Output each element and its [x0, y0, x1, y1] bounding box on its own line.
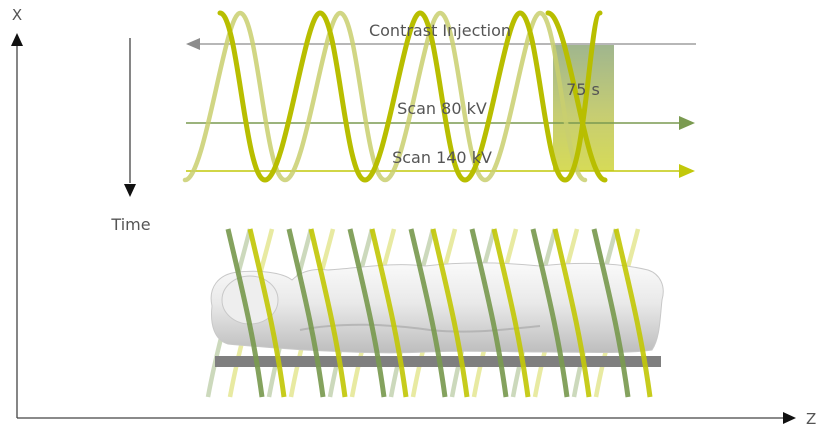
- timing-labels: Contrast Injection 75 s Scan 80 kV Scan …: [369, 21, 600, 167]
- helix-strand-front: [286, 228, 326, 398]
- helix-strand-front: [469, 228, 509, 398]
- contrast-injection-arrow-icon: [186, 38, 200, 50]
- duration-label: 75 s: [566, 80, 600, 99]
- scan-140-label: Scan 140 kV: [392, 148, 492, 167]
- time-label: Time: [110, 215, 150, 234]
- helix-strand-front: [408, 228, 448, 398]
- x-axis-label: X: [12, 6, 22, 24]
- sine-waves: [182, 10, 608, 183]
- helix-strand-front: [247, 228, 287, 398]
- scan-80-label: Scan 80 kV: [397, 99, 487, 118]
- sine-wave-140kv: [217, 10, 603, 183]
- sine-wave-80kv: [182, 10, 588, 183]
- patient-arm: [299, 323, 541, 333]
- scan-140-arrow-icon: [679, 164, 695, 178]
- time-arrow-icon: [124, 184, 136, 197]
- helix-strand-front: [552, 228, 592, 398]
- helix-strand-front: [613, 228, 653, 398]
- helix-strand-front: [308, 228, 348, 398]
- helix-front-strands: [225, 228, 653, 398]
- helix-strand-front: [591, 228, 631, 398]
- z-axis-label: Z: [806, 410, 816, 428]
- helix-strand-front: [347, 228, 387, 398]
- helix-strand-front: [491, 228, 531, 398]
- sine-wave-tail: [545, 10, 608, 183]
- axes: X Z: [11, 6, 816, 428]
- time-indicator: Time: [110, 38, 151, 234]
- contrast-injection-label: Contrast Injection: [369, 21, 511, 40]
- scan-80-arrow-icon: [679, 116, 695, 130]
- helix-strand-front: [430, 228, 470, 398]
- helix-strand-front: [530, 228, 570, 398]
- x-axis-arrow-icon: [11, 33, 23, 46]
- helix-strand-front: [369, 228, 409, 398]
- z-axis-arrow-icon: [783, 412, 796, 424]
- helix-strand-front: [225, 228, 265, 398]
